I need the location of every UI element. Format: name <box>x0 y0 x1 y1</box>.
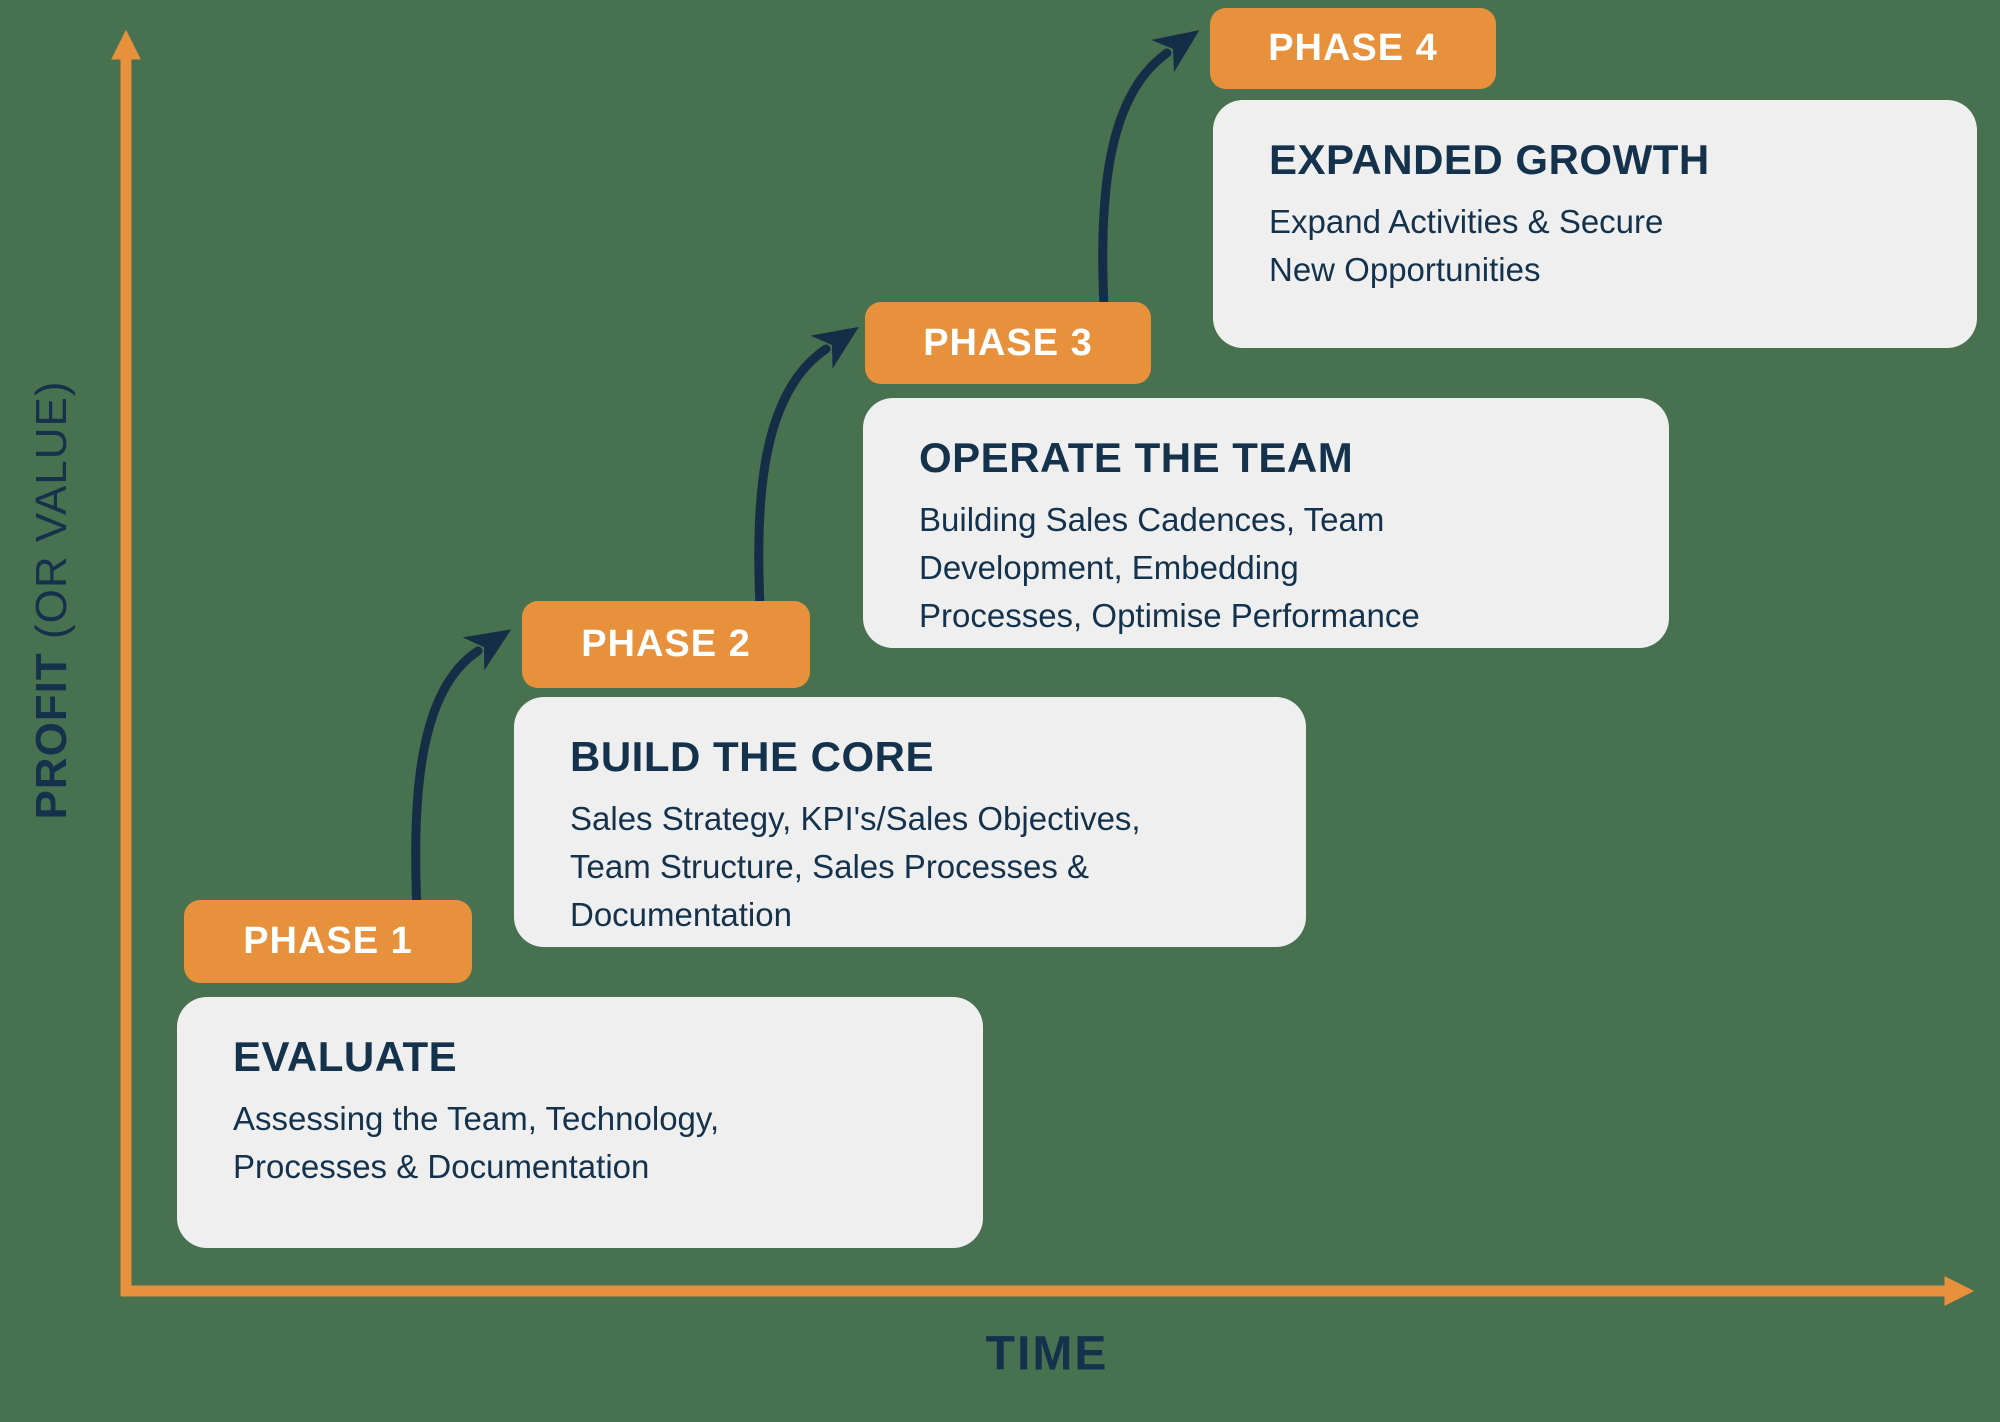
phase-3-card: OPERATE THE TEAM Building Sales Cadences… <box>863 398 1669 648</box>
phase-4-description: Expand Activities & Secure New Opportuni… <box>1269 203 1664 288</box>
phase-4-badge: PHASE 4 <box>1210 8 1496 89</box>
y-axis-label: PROFIT (OR VALUE) <box>27 380 77 819</box>
phase-3-description: Building Sales Cadences, Team Developmen… <box>919 501 1420 634</box>
phase-2-description: Sales Strategy, KPI's/Sales Objectives, … <box>570 800 1141 933</box>
phase-4-card: EXPANDED GROWTH Expand Activities & Secu… <box>1213 100 1977 348</box>
phase-1-description: Assessing the Team, Technology, Processe… <box>233 1100 720 1185</box>
y-axis-label-bold: PROFIT <box>27 652 76 820</box>
curved-arrow-phase1-to-phase2-icon <box>411 629 512 915</box>
curved-arrow-phase3-to-phase4-icon <box>1098 30 1200 313</box>
phase-3-title: OPERATE THE TEAM <box>919 434 1354 481</box>
phase-1-title: EVALUATE <box>233 1033 458 1080</box>
phase-3-badge: PHASE 3 <box>865 302 1151 384</box>
phase-2-title: BUILD THE CORE <box>570 733 934 780</box>
phase-4-title: EXPANDED GROWTH <box>1269 136 1710 183</box>
phase-1-badge: PHASE 1 <box>184 900 472 983</box>
curved-arrow-phase2-to-phase3-icon <box>754 326 859 611</box>
phase-2-card: BUILD THE CORE Sales Strategy, KPI's/Sal… <box>514 697 1306 947</box>
y-axis-label-regular: (OR VALUE) <box>27 380 76 653</box>
phase-1-card: EVALUATE Assessing the Team, Technology,… <box>177 997 983 1248</box>
phase-2-badge: PHASE 2 <box>522 601 810 688</box>
x-axis-label: TIME <box>985 1327 1109 1381</box>
